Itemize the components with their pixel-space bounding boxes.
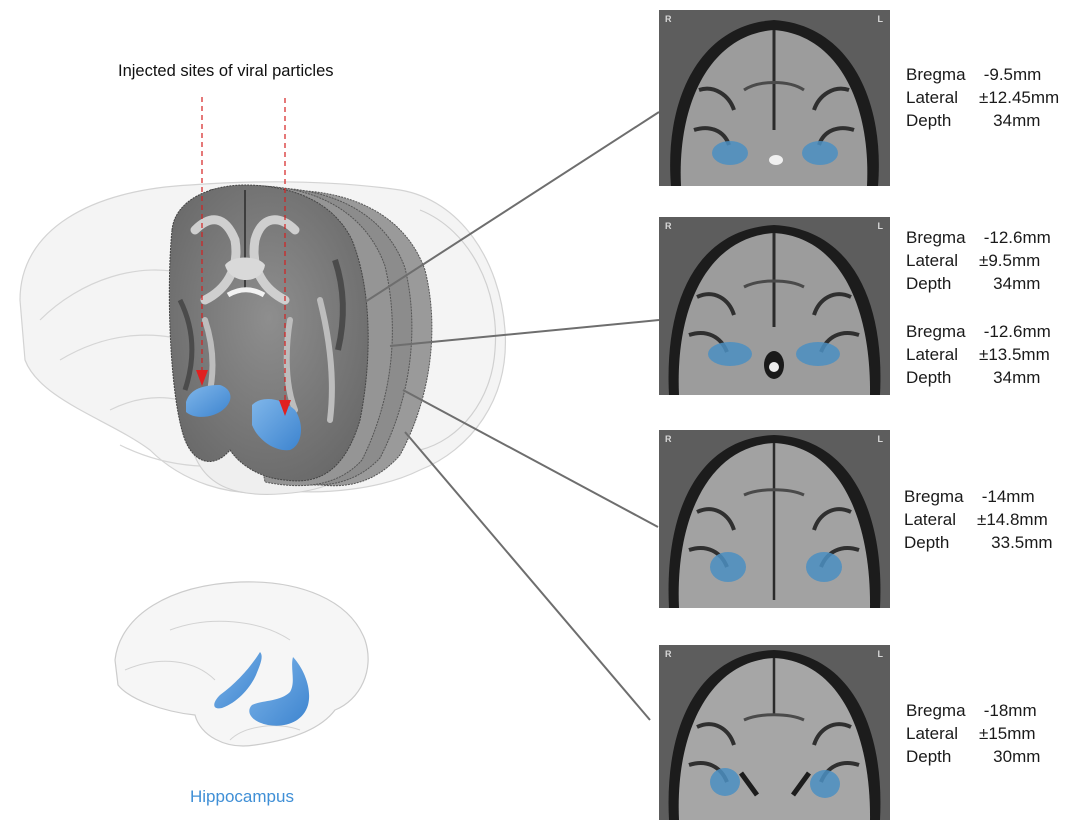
orientation-left: L	[877, 649, 884, 659]
connector-line-1	[364, 111, 660, 303]
lateral-row: Lateral±14.8mm	[904, 510, 1048, 529]
hippocampus-highlight-right	[710, 552, 746, 582]
hippocampus-highlight-right	[712, 141, 748, 165]
hippocampus-highlight-left	[802, 141, 838, 165]
orientation-left: L	[877, 14, 884, 24]
hippocampus-highlight-left	[806, 552, 842, 582]
orientation-left: L	[877, 434, 884, 444]
coordinates-panel-1: Bregma -9.5mm Lateral±12.45mm Depth 34mm	[906, 63, 1059, 132]
lateral-row: Lateral±15mm	[906, 724, 1036, 743]
connector-line-2	[389, 319, 660, 347]
orientation-right: R	[665, 14, 672, 24]
small-hippocampus-anterior	[214, 652, 262, 709]
small-brain-3d	[114, 581, 369, 747]
depth-row: Depth 33.5mm	[904, 533, 1053, 552]
hippocampus-highlight-right	[710, 768, 740, 796]
small-hippocampus-posterior	[249, 657, 310, 726]
orientation-right: R	[665, 434, 672, 444]
mri-panel-3: R L	[659, 430, 890, 608]
lateral-row: Lateral±12.45mm	[906, 88, 1060, 107]
bregma-row: Bregma -12.6mm	[906, 228, 1051, 247]
injection-sites-title: Injected sites of viral particles	[118, 62, 334, 80]
coordinates-panel-2: Bregma -12.6mm Lateral±9.5mm Depth 34mm …	[906, 226, 1051, 389]
lateral-row: Lateral±9.5mm	[906, 251, 1041, 270]
connector-lines	[364, 111, 660, 721]
mri-coronal-image	[659, 217, 890, 395]
coronal-slice-stack	[168, 184, 433, 487]
connector-line-3	[402, 389, 659, 528]
mri-panel-4: R L	[659, 645, 890, 820]
mri-coronal-image	[659, 430, 890, 608]
hippocampus-volume-left	[252, 398, 302, 451]
bregma-row: Bregma -14mm	[904, 487, 1035, 506]
depth-row: Depth 34mm	[906, 111, 1041, 130]
depth-row: Depth 34mm	[906, 368, 1041, 387]
hippocampus-highlight-left	[810, 770, 840, 798]
orientation-left: L	[877, 221, 884, 231]
connector-line-4	[404, 431, 651, 721]
bregma-row: Bregma -9.5mm	[906, 65, 1042, 84]
hippocampus-highlight-left	[796, 342, 840, 366]
coordinates-panel-3: Bregma -14mm Lateral±14.8mm Depth 33.5mm	[904, 485, 1053, 554]
injection-arrows	[196, 97, 291, 416]
bregma-row: Bregma -12.6mm	[906, 322, 1051, 341]
orientation-right: R	[665, 221, 672, 231]
hippocampus-highlight-right	[708, 342, 752, 366]
orientation-right: R	[665, 649, 672, 659]
mri-panel-2: R L	[659, 217, 890, 395]
lateral-row: Lateral±13.5mm	[906, 345, 1050, 364]
depth-row: Depth 30mm	[906, 747, 1041, 766]
bregma-row: Bregma -18mm	[906, 701, 1037, 720]
hippocampus-volume-right	[186, 385, 231, 417]
mri-coronal-image	[659, 10, 890, 186]
mri-panel-1: R L	[659, 10, 890, 186]
depth-row: Depth 34mm	[906, 274, 1041, 293]
mri-coronal-image	[659, 645, 890, 820]
coordinates-panel-4: Bregma -18mm Lateral±15mm Depth 30mm	[906, 699, 1040, 768]
hippocampus-label: Hippocampus	[190, 787, 294, 806]
